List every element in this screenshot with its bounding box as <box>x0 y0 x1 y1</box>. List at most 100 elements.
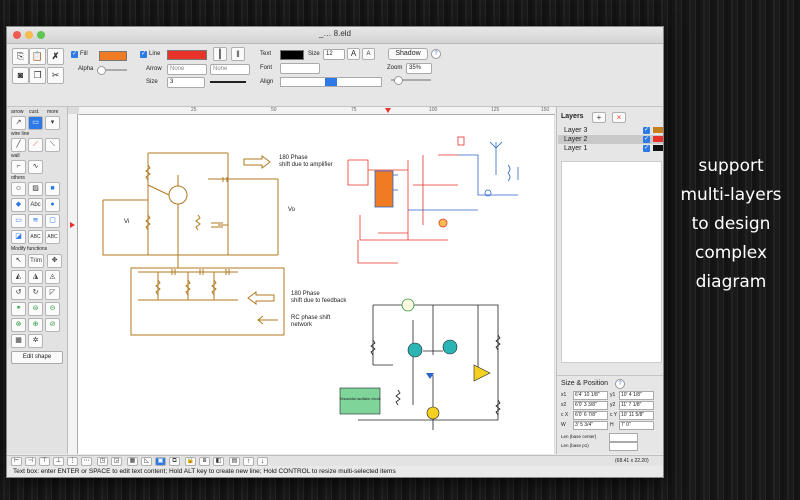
alpha-slider-knob[interactable] <box>97 66 106 75</box>
arrow-start-select[interactable]: None <box>167 64 207 75</box>
alpha-slider-track[interactable] <box>97 69 127 71</box>
meter-icon[interactable] <box>401 298 415 312</box>
amplifier-circuit[interactable] <box>102 152 285 336</box>
zoom-select[interactable]: 35% <box>406 63 432 74</box>
align-top-icon[interactable]: ⊤ <box>39 457 50 466</box>
gear-icon[interactable]: ✲ <box>28 334 43 348</box>
distribute-icon[interactable]: ⋮ <box>67 457 78 466</box>
selected-ic-chip[interactable] <box>374 170 394 208</box>
abc-box-icon[interactable]: ABC <box>28 230 43 244</box>
line-style-double-button[interactable]: ‖ <box>231 47 245 61</box>
label-rc-network-1[interactable]: RC phase shift <box>291 315 331 321</box>
y2-field[interactable]: 11' 7 1/8" <box>619 401 654 410</box>
x2-field[interactable]: 6'0' 3 3/8" <box>573 401 608 410</box>
arrow-down-icon[interactable]: ↓ <box>257 457 268 466</box>
line-checkbox[interactable]: ✓ <box>140 51 147 58</box>
wave-icon[interactable]: ≋ <box>28 214 43 228</box>
width-field[interactable]: 3' 5 3/4" <box>573 421 608 430</box>
transistor-1[interactable] <box>407 342 423 358</box>
layer-row[interactable]: Layer 1 ✓ <box>558 144 663 153</box>
rotate-left-icon[interactable]: ↺ <box>11 286 26 300</box>
send-back-icon[interactable]: ◲ <box>111 457 122 466</box>
camera-icon[interactable]: ◙ <box>12 67 29 84</box>
transistor-2[interactable] <box>442 339 458 355</box>
flip-horizontal-icon[interactable]: ◭ <box>11 270 26 284</box>
line-tool-icon[interactable]: ╱ <box>11 138 26 152</box>
lamp-icon[interactable] <box>426 406 440 420</box>
copy-style-icon[interactable]: ▤ <box>229 457 240 466</box>
label-phase-amplifier-1[interactable]: 180 Phase <box>279 155 308 161</box>
polyline-tool-icon[interactable]: ⟍ <box>45 138 60 152</box>
text-color-well[interactable] <box>280 50 304 60</box>
grid-icon[interactable]: ▦ <box>11 334 26 348</box>
height-field[interactable]: 7' 0" <box>619 421 654 430</box>
spacing-icon[interactable]: ⋯ <box>81 457 92 466</box>
move-icon[interactable]: ✥ <box>47 254 62 268</box>
len-center-field[interactable] <box>609 433 638 442</box>
red-lamp[interactable] <box>438 218 448 228</box>
layer-color-swatch[interactable] <box>653 145 663 151</box>
select-tool-icon[interactable]: ↖ <box>11 254 26 268</box>
layer-view-icon[interactable]: ▣ <box>155 457 166 466</box>
cy-field[interactable]: 10' 11 5/8" <box>619 411 654 420</box>
rect-outline-icon[interactable]: ▭ <box>11 214 26 228</box>
arrow-tab[interactable]: arrow <box>11 109 24 115</box>
hide-icon[interactable]: ◧ <box>213 457 224 466</box>
subtract-icon[interactable]: ⊝ <box>45 302 60 316</box>
x1-field[interactable]: 6'4' 10 1/8" <box>573 391 608 400</box>
len-p1-field[interactable] <box>609 442 638 451</box>
red-component[interactable] <box>457 136 465 146</box>
rectangle-filled-icon[interactable]: ■ <box>45 182 60 196</box>
more-tab[interactable]: more <box>47 109 59 115</box>
snap-icon[interactable]: ◺ <box>141 457 152 466</box>
combine-icon[interactable]: ⊕ <box>28 318 43 332</box>
trim-button[interactable]: Trim <box>28 254 44 268</box>
decrease-font-button[interactable]: A <box>362 48 375 60</box>
layer-row[interactable]: Layer 3 ✓ <box>558 126 663 135</box>
align-bottom-icon[interactable]: ⊥ <box>53 457 64 466</box>
more-shapes-icon[interactable]: ▾ <box>45 116 60 130</box>
increase-font-button[interactable]: A <box>347 48 360 60</box>
zoom-slider-knob[interactable] <box>394 76 403 85</box>
label-rc-network-2[interactable]: network <box>291 322 313 328</box>
layer-visible-checkbox[interactable]: ✓ <box>643 145 650 152</box>
drawing-canvas[interactable]: Vi Vo 180 Phase shift due to amplifier 1… <box>78 115 554 454</box>
annotation-arrows[interactable] <box>243 155 278 325</box>
line-style-solid-button[interactable]: ┃ <box>213 47 227 61</box>
ungroup-icon[interactable]: ⧈ <box>199 457 210 466</box>
blue-circuit[interactable] <box>393 141 519 211</box>
rounded-rect-icon[interactable]: ▢ <box>45 214 60 228</box>
cust-tab[interactable]: cust. <box>29 109 40 115</box>
mirror-icon[interactable]: ◬ <box>45 270 60 284</box>
align-center-icon[interactable]: ⊣ <box>25 457 36 466</box>
flip-vertical-icon[interactable]: ◮ <box>28 270 43 284</box>
oscillator-box[interactable] <box>339 387 381 415</box>
abc-label-icon[interactable]: ABC <box>45 230 60 244</box>
layer-color-swatch[interactable] <box>653 127 663 133</box>
align-segmented-control[interactable] <box>280 77 382 87</box>
skew-icon[interactable]: ◸ <box>45 286 60 300</box>
add-layer-button[interactable]: + <box>592 112 606 123</box>
arrow-up-icon[interactable]: ↑ <box>243 457 254 466</box>
lock-icon[interactable]: 🔒 <box>185 457 196 466</box>
layer-visible-checkbox[interactable]: ✓ <box>643 127 650 134</box>
opamp-icon[interactable] <box>473 364 491 382</box>
rotate-right-icon[interactable]: ↻ <box>28 286 43 300</box>
bring-front-icon[interactable]: ◳ <box>97 457 108 466</box>
intersect-icon[interactable]: ⊜ <box>28 302 43 316</box>
red-circuit[interactable] <box>347 154 458 264</box>
layer-row[interactable]: Layer 2 ✓ <box>558 135 663 144</box>
help-icon[interactable]: ? <box>615 379 625 389</box>
arrow-tool-icon[interactable]: ↗ <box>11 116 26 130</box>
curve-tool-icon[interactable]: ∿ <box>28 160 43 174</box>
text-tool-icon[interactable]: Abc <box>28 198 43 212</box>
label-phase-feedback-2[interactable]: shift due to feedback <box>291 298 347 304</box>
exclude-icon[interactable]: ⊗ <box>11 318 26 332</box>
line-color-well[interactable] <box>167 50 207 60</box>
layer-visible-checkbox[interactable]: ✓ <box>643 136 650 143</box>
zoom-slider-track[interactable] <box>391 79 431 81</box>
custom-shape-icon[interactable]: ▭ <box>28 116 43 130</box>
shadow-button[interactable]: Shadow <box>388 48 428 60</box>
oscillator-box-text[interactable]: Sinusoidal oscillator circuit <box>339 397 380 401</box>
vi-label[interactable]: Vi <box>124 219 129 225</box>
